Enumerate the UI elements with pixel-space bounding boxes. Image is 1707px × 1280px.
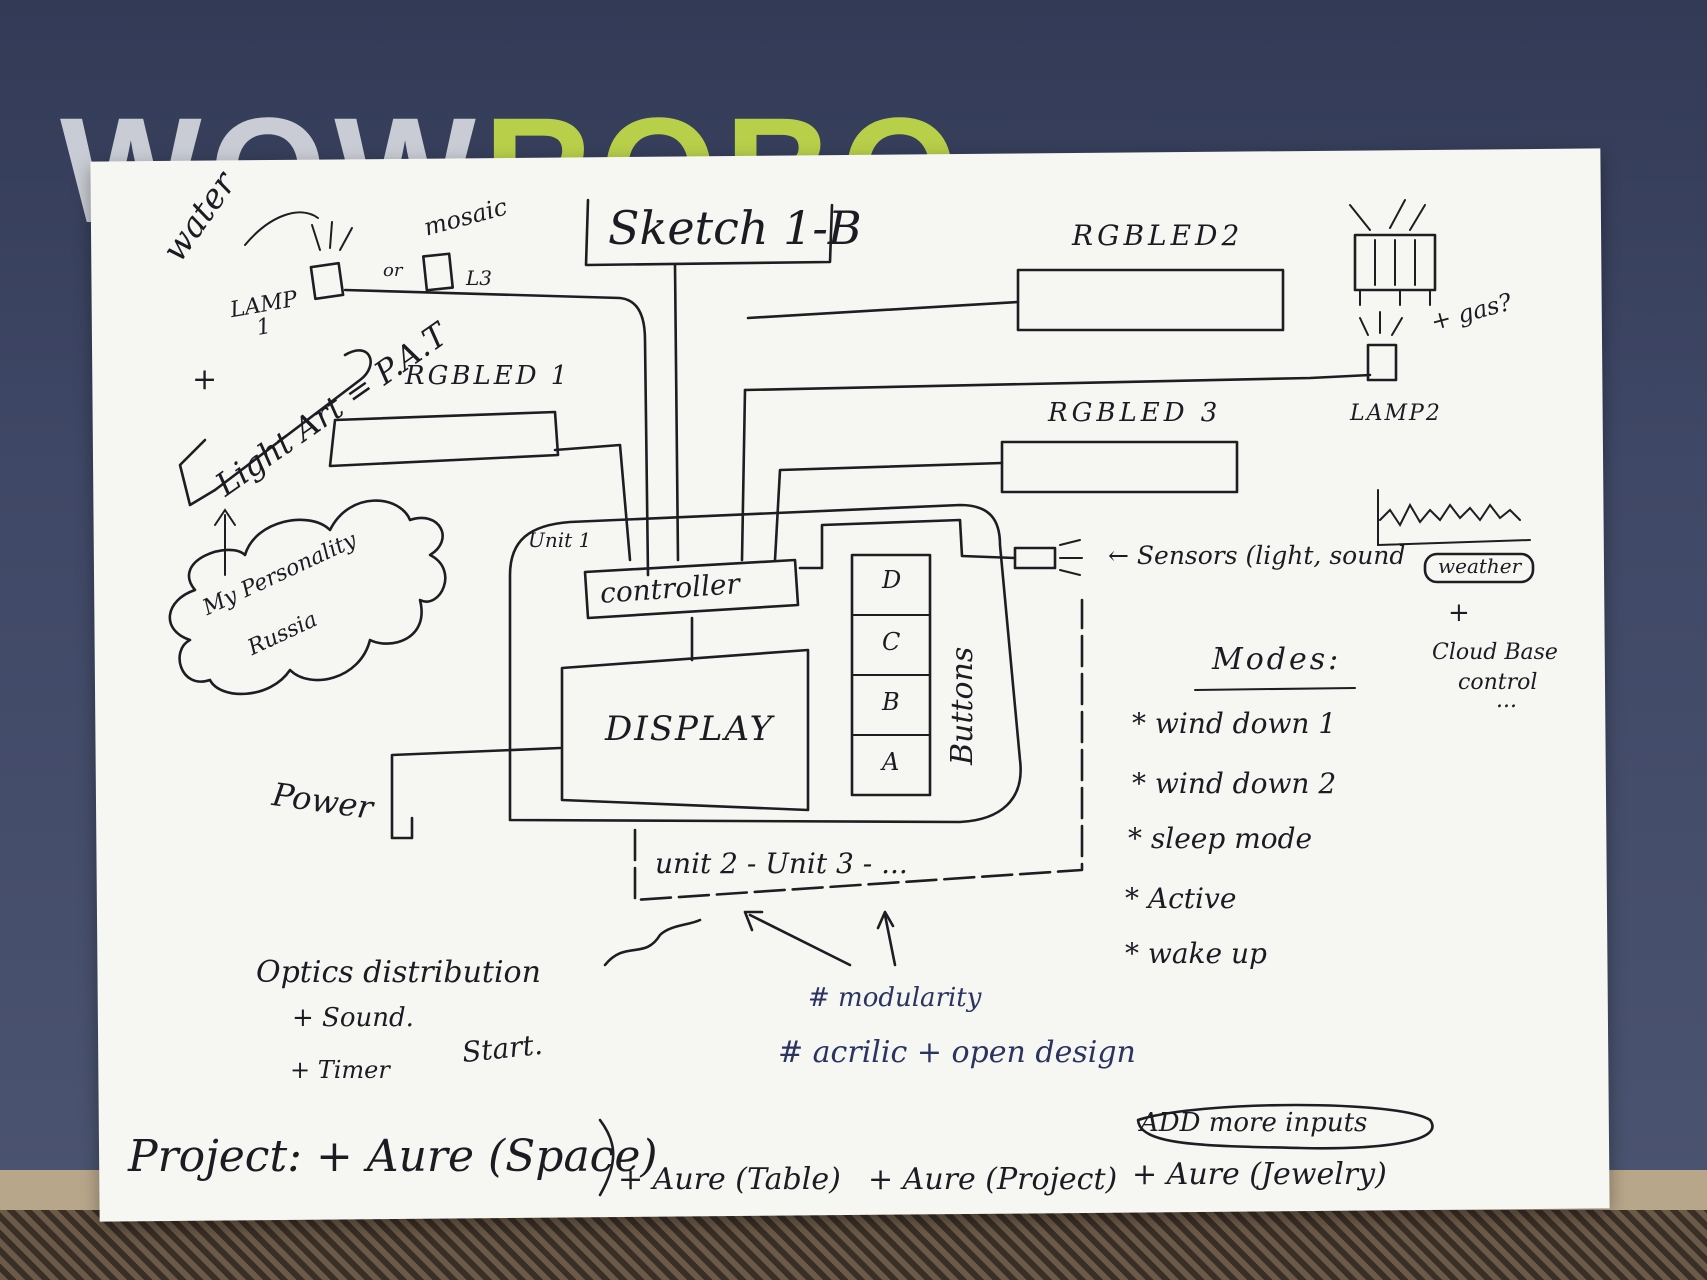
label-aure-project: + Aure (Project) xyxy=(868,1162,1118,1197)
unit1-outline xyxy=(508,503,1022,824)
label-modularity: # modularity xyxy=(808,983,982,1013)
sensor-graph xyxy=(1377,489,1531,547)
label-l3: L3 xyxy=(466,266,493,290)
label-plus-right: + xyxy=(1448,598,1470,628)
label-optics-1: Optics distribution xyxy=(256,955,541,990)
label-aure-table: + Aure (Table) xyxy=(618,1162,841,1197)
rgbled1-strip xyxy=(328,410,560,468)
label-optics-2: + Sound. xyxy=(292,1003,414,1033)
label-cloud-2: control xyxy=(1458,670,1538,695)
lamp1-icon xyxy=(309,261,345,301)
arrow-modularity-1 xyxy=(743,910,852,967)
label-sensors: ← Sensors (light, sound xyxy=(1108,541,1406,570)
wire-lamp1 xyxy=(343,288,650,577)
optics-squiggle xyxy=(603,918,702,967)
label-weather: weather xyxy=(1438,554,1522,578)
label-unit1: Unit 1 xyxy=(528,528,592,552)
water-arrow xyxy=(244,211,319,246)
label-rgbled3: RGBLED 3 xyxy=(1048,398,1222,428)
weather-outline xyxy=(1423,552,1535,584)
power-plug xyxy=(390,746,562,840)
wire-rgbled3 xyxy=(773,461,1004,562)
personality-cloud xyxy=(168,499,447,696)
mode-item-5: * wake up xyxy=(1125,937,1267,970)
light-art-loop xyxy=(213,349,372,492)
personality-arrow xyxy=(214,508,236,576)
light-art-bracket xyxy=(178,438,217,507)
label-aure-jewelry: + Aure (Jewelry) xyxy=(1132,1157,1387,1192)
controller-box xyxy=(583,558,800,620)
lamp2-icon xyxy=(1366,343,1398,382)
label-plus-left: + xyxy=(192,362,218,397)
button-key-a: A xyxy=(882,748,900,776)
label-rgbled1: RGBLED 1 xyxy=(405,361,571,391)
label-units-row: unit 2 - Unit 3 - ... xyxy=(655,847,908,880)
wire-rgbled2 xyxy=(746,300,1020,320)
sensor-rays xyxy=(1059,539,1083,576)
l3-icon xyxy=(421,252,455,292)
wire-rgbled1 xyxy=(553,443,632,562)
label-or: or xyxy=(383,260,403,281)
button-key-b: B xyxy=(882,688,900,716)
wire-top1 xyxy=(673,263,680,562)
mode-item-2: * wind down 2 xyxy=(1132,767,1337,800)
wire-lamp2-down xyxy=(740,388,747,562)
label-start: Start. xyxy=(460,1027,545,1070)
label-display: DISPLAY xyxy=(605,709,775,749)
label-cloud-3: ... xyxy=(1496,688,1517,713)
mode-item-1: * wind down 1 xyxy=(1132,707,1337,740)
title-box xyxy=(584,198,834,267)
label-optics-3: + Timer xyxy=(290,1056,390,1084)
modes-underline xyxy=(1194,687,1356,691)
label-acrylic: # acrilic + open design xyxy=(778,1035,1136,1070)
label-rgbled2: RGBLED2 xyxy=(1072,219,1244,252)
lamp2-rays xyxy=(1359,311,1403,336)
label-project: Project: + Aure (Space) xyxy=(128,1131,658,1182)
heater-box xyxy=(1353,233,1437,292)
display-box xyxy=(560,648,810,812)
lamp1-rays xyxy=(311,221,353,251)
label-cloud-1: Cloud Base xyxy=(1432,640,1558,665)
sensor-icon xyxy=(1013,546,1057,570)
sketch-title: Sketch 1-B xyxy=(608,201,862,255)
project-paren xyxy=(598,1118,615,1197)
label-modes-title: Modes: xyxy=(1212,642,1342,677)
label-buttons: Buttons xyxy=(945,646,980,765)
units-box xyxy=(633,598,1084,902)
fabric-strip xyxy=(0,1210,1707,1280)
label-lamp2: LAMP2 xyxy=(1350,401,1442,426)
wire-lamp2 xyxy=(743,373,1372,392)
add-inputs-loop xyxy=(1136,1103,1434,1150)
wire-buttons xyxy=(798,518,1017,570)
heater-arrows xyxy=(1349,199,1426,231)
button-key-d: D xyxy=(882,566,902,594)
mode-item-3: * sleep mode xyxy=(1128,822,1313,855)
button-key-c: C xyxy=(882,628,901,656)
mode-item-4: * Active xyxy=(1125,882,1237,915)
label-add-inputs: ADD more inputs xyxy=(1140,1108,1368,1138)
heater-coils xyxy=(1359,239,1431,306)
arrow-modularity-2 xyxy=(876,910,897,967)
button-dividers xyxy=(851,614,931,736)
rgbled3-strip xyxy=(1000,440,1239,494)
rgbled2-strip xyxy=(1016,268,1285,332)
